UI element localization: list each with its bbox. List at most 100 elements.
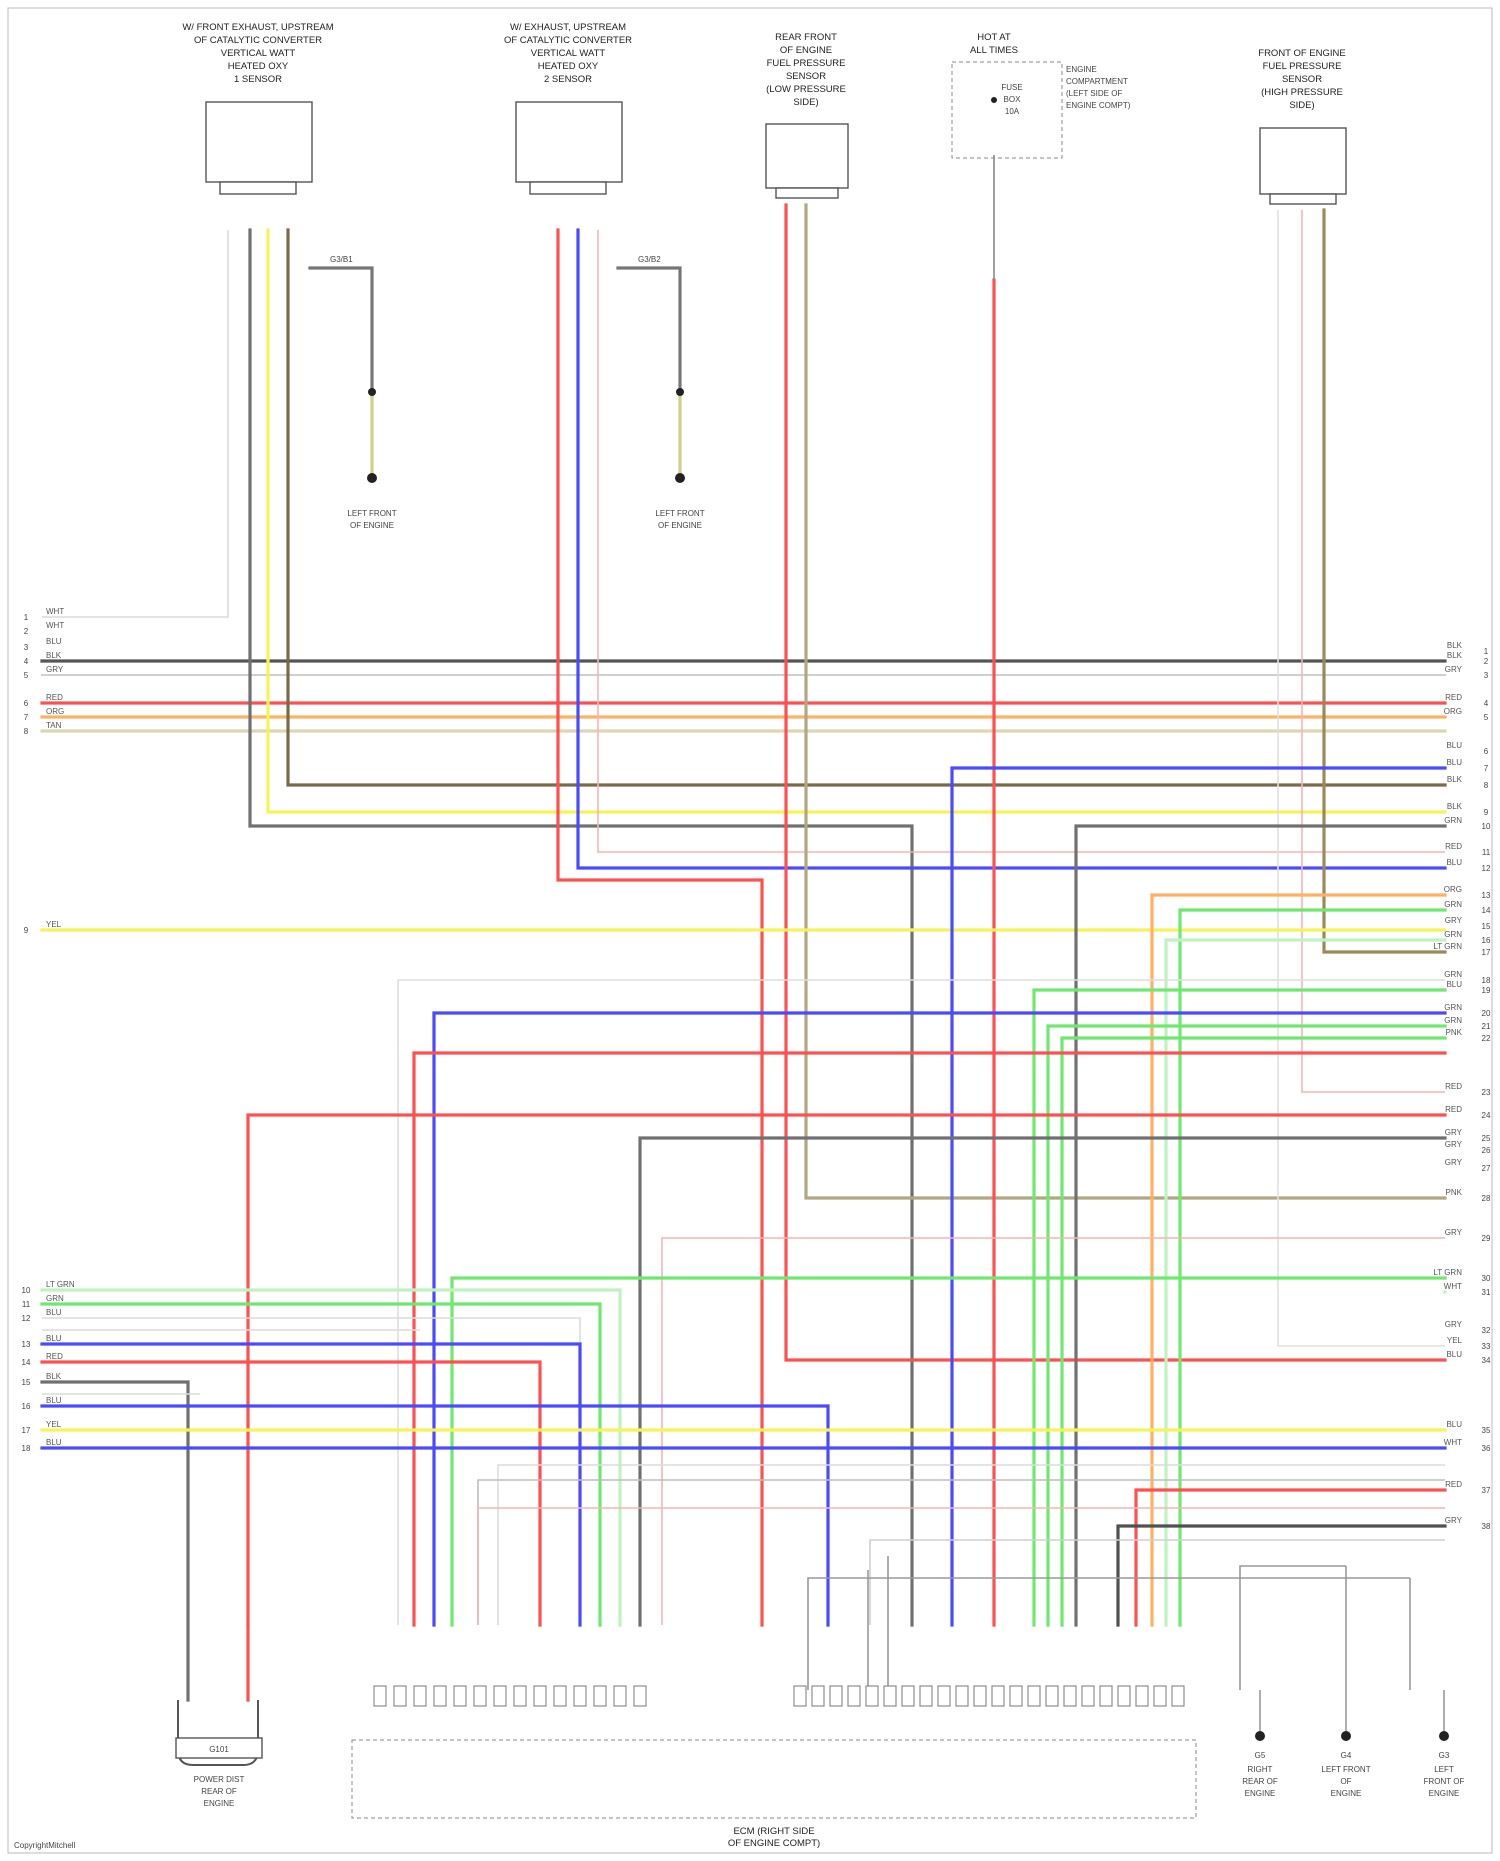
left-wire-pin: 8 [24,727,29,736]
right-wire-label: LT GRN [1433,942,1462,951]
right-wire-pin: 27 [1482,1164,1491,1173]
right-wire-label: RED [1445,1105,1462,1114]
right-wire-label: GRY [1445,1128,1463,1137]
sensor-3-title-line-1: REAR FRONT [775,32,837,43]
right-wire-label: BLU [1446,858,1462,867]
ecm-pin-cell [1100,1686,1112,1706]
right-wire-pin: 32 [1482,1326,1491,1335]
right-wire-label: BLU [1446,758,1462,767]
ground-2-dest-line-2: OF ENGINE [658,521,702,530]
right-wire-label: GRN [1444,930,1462,939]
right-wire-pin: 2 [1484,657,1489,666]
ecm-pin-cell [474,1686,486,1706]
ecm-pin-cell [992,1686,1004,1706]
right-wire-label: GRN [1444,900,1462,909]
sensor-3-connector [776,188,838,198]
right-wire-label: BLU [1446,1350,1462,1359]
right-wire-pin: 6 [1484,747,1489,756]
sensor-4-title-line-5: SIDE) [1289,100,1314,111]
right-wire-label: ORG [1444,885,1462,894]
left-wire-pin: 12 [22,1314,31,1323]
left-wire-label: RED [46,1352,63,1361]
fuse-title-line-1: HOT AT [977,32,1011,43]
right-wire-pin: 17 [1482,948,1491,957]
sensor-3-title-line-5: (LOW PRESSURE [766,84,846,95]
ground-bottom-dest-line-2: REAR OF [201,1787,237,1796]
right-wire-pin: 20 [1482,1009,1491,1018]
sensor-4-title-line-1: FRONT OF ENGINE [1258,48,1345,59]
right-wire-pin: 22 [1482,1034,1491,1043]
right-wire-label: GRN [1444,1016,1462,1025]
sensor-4-title-line-3: SENSOR [1282,74,1322,85]
left-wire-label: BLU [46,1438,62,1447]
left-wire-label: LT GRN [46,1280,75,1289]
ground-1-dest-line-1: LEFT FRONT [347,509,396,518]
right-wire-pin: 28 [1482,1194,1491,1203]
left-wire-pin: 5 [24,671,29,680]
left-wire-label: BLU [46,1334,62,1343]
left-wire-label: BLU [46,1308,62,1317]
left-wire-label: YEL [46,920,62,929]
ground-1-point [367,473,377,483]
right-wire-pin: 16 [1482,936,1491,945]
right-wire-label: GRY [1445,665,1463,674]
right-wire-label: GRY [1445,1140,1463,1149]
ground-1-label: G3/B1 [330,255,353,264]
ground-1-splice [368,388,376,396]
ground-bottom-label: G101 [209,1745,229,1754]
right-wire-pin: 26 [1482,1146,1491,1155]
sensor-2-title-line-2: OF CATALYTIC CONVERTER [504,35,632,46]
sensor-1-title-line-5: 1 SENSOR [234,74,282,85]
right-wire-pin: 12 [1482,864,1491,873]
right-wire-pin: 36 [1482,1444,1491,1453]
right-wire-pin: 19 [1482,986,1491,995]
left-wire-pin: 10 [22,1286,31,1295]
ecm-pin-cell [634,1686,646,1706]
ecm-pin-cell [884,1686,896,1706]
sensor-4-title-line-2: FUEL PRESSURE [1263,61,1342,72]
right-wire-pin: 14 [1482,906,1491,915]
right-wire-pin: 34 [1482,1356,1491,1365]
right-wire-label: RED [1445,1082,1462,1091]
left-wire-pin: 9 [24,926,29,935]
right-wire-label: LT GRN [1433,1268,1462,1277]
fuse-terminal-dot [991,97,997,103]
right-wire-pin: 7 [1484,764,1489,773]
sensor-1-title-line-4: HEATED OXY [228,61,289,72]
right-wire-label: GRN [1444,1003,1462,1012]
right-wire-label: WHT [1444,1282,1462,1291]
ecm-pin-cell [830,1686,842,1706]
ecm-pin-cell [534,1686,546,1706]
left-wire-label: YEL [46,1420,62,1429]
sensor-4-connector [1270,194,1336,204]
ecm-pin-cell [434,1686,446,1706]
left-wire-label: BLU [46,1396,62,1405]
right-wire-label: GRN [1444,816,1462,825]
right-wire-pin: 15 [1482,922,1491,931]
right-wire-label: GRN [1444,970,1462,979]
bottom-ground-3-dest-1: LEFT [1434,1765,1454,1774]
ecm-pin-cell [514,1686,526,1706]
fuse-note-line-2: COMPARTMENT [1066,77,1128,86]
bottom-ground-1-code: G5 [1255,1751,1266,1760]
sensor-2-body [516,102,622,182]
fuse-inner-line-3: 10A [1005,107,1020,116]
right-wire-pin: 31 [1482,1288,1491,1297]
sensor-3-title-line-4: SENSOR [786,71,826,82]
left-wire-label: GRY [46,665,64,674]
footer-credit: CopyrightMitchell [14,1841,76,1850]
sensor-1-title-line-2: OF CATALYTIC CONVERTER [194,35,322,46]
left-wire-pin: 3 [24,643,29,652]
right-wire-pin: 1 [1484,647,1489,656]
sensor-2-title-line-3: VERTICAL WATT [531,48,606,59]
right-wire-label: RED [1445,693,1462,702]
ecm-pin-cell [574,1686,586,1706]
left-wire-label: WHT [46,607,64,616]
bottom-ground-3-dest-2: FRONT OF [1424,1777,1465,1786]
sensor-1-body [206,102,312,182]
left-wire-label: ORG [46,707,64,716]
right-wire-pin: 9 [1484,808,1489,817]
right-wire-label: ORG [1444,707,1462,716]
left-wire-pin: 13 [22,1340,31,1349]
